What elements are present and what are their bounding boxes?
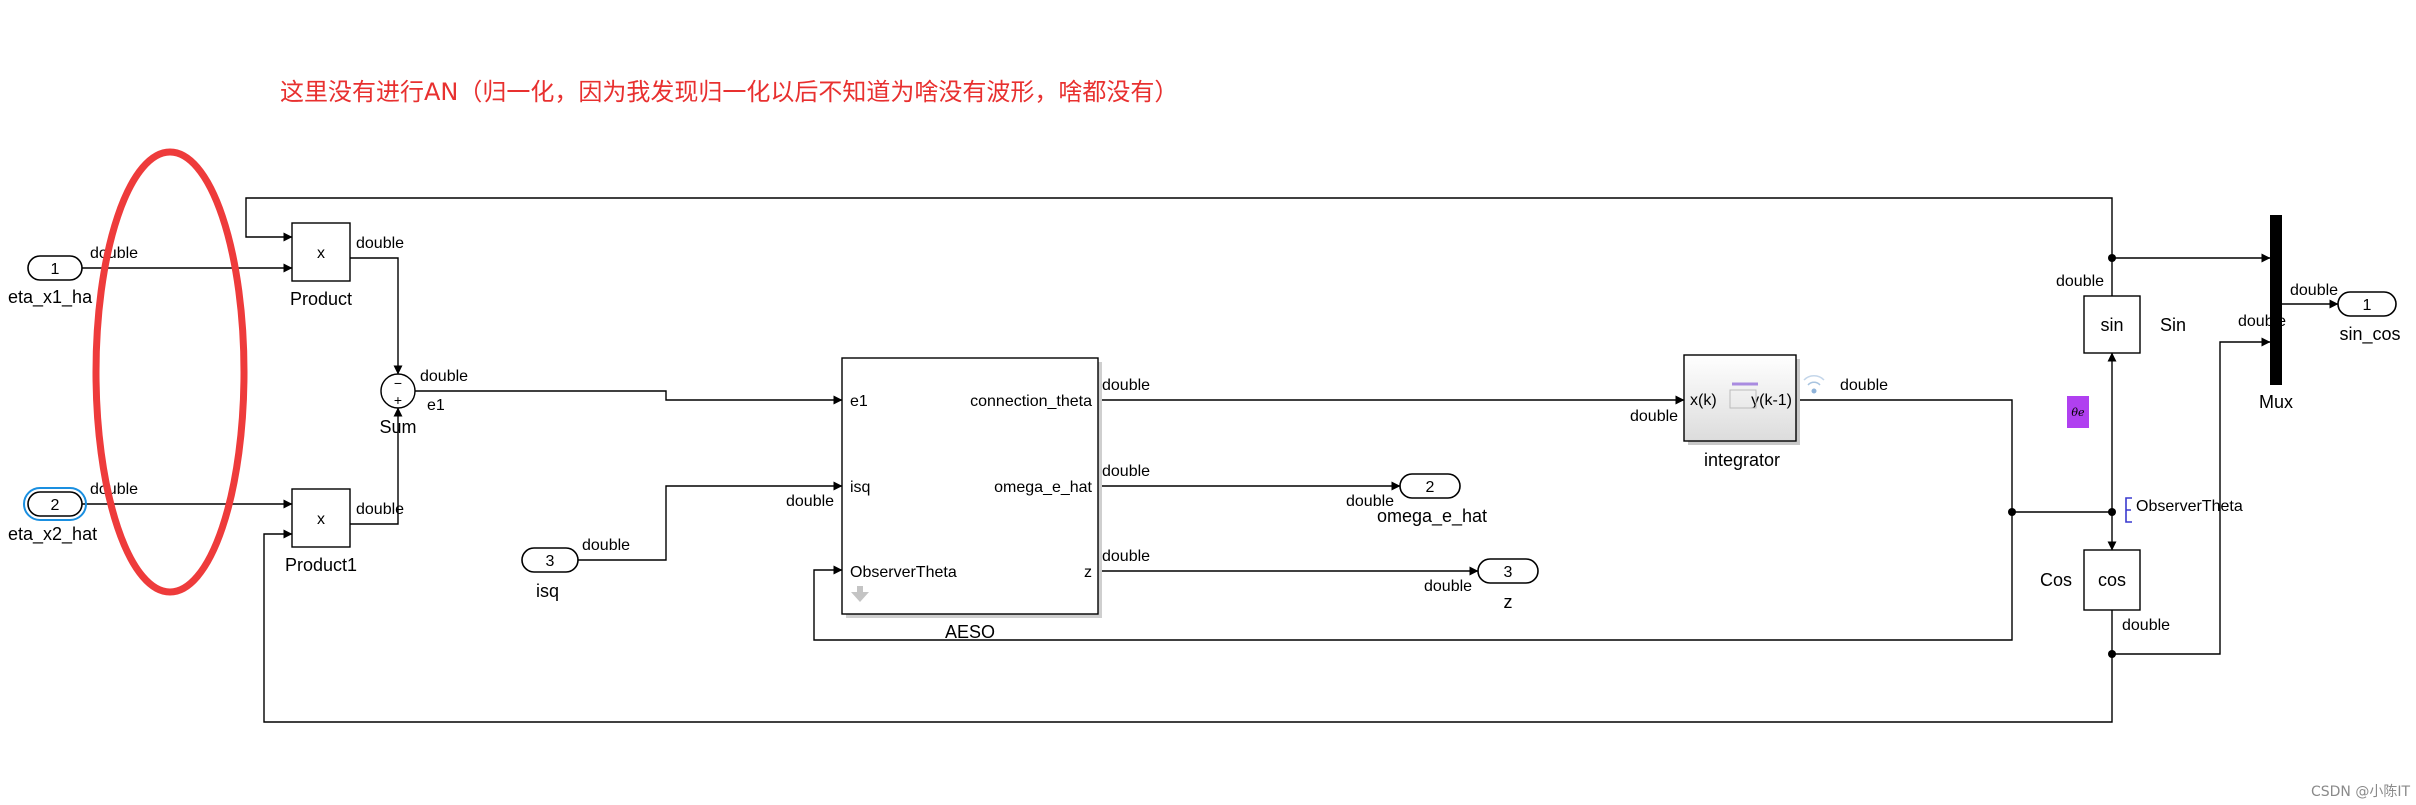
type-label: double — [1102, 377, 1150, 394]
type-label: double — [1424, 578, 1472, 595]
wire-feedback-top[interactable] — [245, 197, 2113, 258]
product1-name: Product1 — [285, 555, 357, 575]
mux-name: Mux — [2259, 392, 2293, 412]
signal-lines — [82, 197, 2339, 723]
aeso-port-e1: e1 — [850, 393, 868, 410]
wire-product1-sum[interactable] — [350, 407, 403, 525]
type-label: double — [1346, 493, 1394, 510]
type-label: double — [356, 235, 404, 252]
inport-1[interactable]: 1 eta_x1_ha — [8, 255, 93, 308]
integrator-out-port: y(k-1) — [1751, 392, 1792, 409]
branch-points — [2008, 254, 2116, 658]
type-label: double — [90, 245, 138, 262]
signal-e1-label: e1 — [427, 397, 445, 414]
outport-number: 3 — [1504, 564, 1513, 581]
wire-observertheta-aeso[interactable] — [813, 512, 2013, 641]
selection-highlight — [23, 487, 87, 521]
type-label: double — [2290, 282, 2338, 299]
cos-name: Cos — [2040, 570, 2072, 590]
aeso-name: AESO — [945, 622, 995, 642]
inport-name: eta_x2_hat — [8, 524, 97, 545]
integrator-name: integrator — [1704, 450, 1780, 470]
outport-name: sin_cos — [2339, 324, 2400, 345]
type-label: double — [1102, 463, 1150, 480]
sum-name: Sum — [379, 417, 416, 437]
type-label: double — [90, 481, 138, 498]
product-block[interactable]: x Product — [290, 222, 352, 309]
outport-number: 1 — [2363, 297, 2372, 314]
outport-3[interactable]: 3 z — [1477, 558, 1539, 612]
signal-type-labels: double double double double double doubl… — [90, 235, 2338, 634]
inport-name: isq — [536, 581, 559, 601]
observertheta-goto-tag[interactable]: ObserverTheta — [2125, 497, 2243, 523]
sin-block[interactable]: sin Sin — [2083, 295, 2186, 354]
inport-number: 2 — [51, 497, 60, 514]
type-label: double — [1102, 548, 1150, 565]
watermark-text: CSDN @小陈IT — [2311, 783, 2410, 800]
inport-3[interactable]: 3 isq — [521, 547, 579, 601]
inport-number: 3 — [546, 553, 555, 570]
integrator-in-port: x(k) — [1690, 392, 1717, 409]
outport-name: z — [1504, 592, 1513, 612]
sum-minus: − — [394, 375, 402, 391]
sin-fn: sin — [2100, 315, 2123, 335]
aeso-port-z: z — [1084, 564, 1092, 581]
inport-name: eta_x1_ha — [8, 287, 93, 308]
subsystem-arrow-icon[interactable] — [851, 586, 869, 602]
wire-sum-aeso-e1[interactable] — [415, 390, 843, 405]
outport-2[interactable]: 2 omega_e_hat — [1377, 473, 1487, 527]
product1-block[interactable]: x Product1 — [285, 488, 357, 575]
annotation-text: 这里没有进行AN（归一化，因为我发现归一化以后不知道为啥没有波形，啥都没有） — [280, 78, 1178, 106]
type-label: double — [2122, 617, 2170, 634]
outport-number: 2 — [1426, 479, 1435, 496]
type-label: double — [1840, 377, 1888, 394]
product-symbol: x — [317, 245, 325, 262]
type-label: double — [1630, 408, 1678, 425]
inport-number: 1 — [51, 261, 60, 278]
aeso-subsystem[interactable]: e1 isq ObserverTheta connection_theta om… — [841, 357, 1102, 642]
cos-block[interactable]: cos Cos — [2040, 549, 2141, 611]
sum-plus: + — [394, 392, 402, 408]
theta-e-badge-text: θe — [2071, 406, 2085, 419]
wire-product-sum[interactable] — [350, 257, 403, 375]
wire-sin-mux[interactable] — [2111, 253, 2271, 296]
type-label: double — [2056, 273, 2104, 290]
red-circle-annotation — [92, 148, 248, 596]
wire-integrator-out[interactable] — [1800, 399, 2112, 513]
wire-feedback-bottom[interactable] — [263, 529, 2113, 723]
type-label: double — [582, 537, 630, 554]
wire-isq-aeso[interactable] — [578, 481, 843, 561]
sum-block[interactable]: − + Sum — [379, 373, 417, 437]
theta-e-badge[interactable]: θe — [2067, 396, 2089, 428]
integrator-block[interactable]: x(k) y(k-1) integrator — [1683, 354, 1800, 470]
product-name: Product — [290, 289, 352, 309]
cos-fn: cos — [2098, 570, 2126, 590]
observertheta-label: ObserverTheta — [2136, 498, 2243, 515]
type-label: double — [420, 368, 468, 385]
aeso-port-connection-theta: connection_theta — [970, 393, 1092, 410]
type-label: double — [786, 493, 834, 510]
aeso-port-isq: isq — [850, 479, 870, 496]
outport-name: omega_e_hat — [1377, 506, 1487, 527]
aeso-port-omega-e-hat: omega_e_hat — [994, 479, 1092, 496]
mux-block[interactable]: Mux — [2259, 215, 2293, 412]
outport-1[interactable]: 1 sin_cos — [2337, 291, 2401, 345]
wire-cos-mux[interactable] — [2111, 337, 2271, 655]
aeso-port-observertheta: ObserverTheta — [850, 564, 957, 581]
integrator-icon — [1729, 382, 1758, 409]
goto-tag-icon — [2125, 497, 2132, 523]
product1-symbol: x — [317, 511, 325, 528]
type-label: double — [356, 501, 404, 518]
sin-name: Sin — [2160, 315, 2186, 335]
inport-2[interactable]: 2 eta_x2_hat — [8, 487, 97, 545]
signal-logging-icon[interactable] — [1803, 375, 1825, 394]
